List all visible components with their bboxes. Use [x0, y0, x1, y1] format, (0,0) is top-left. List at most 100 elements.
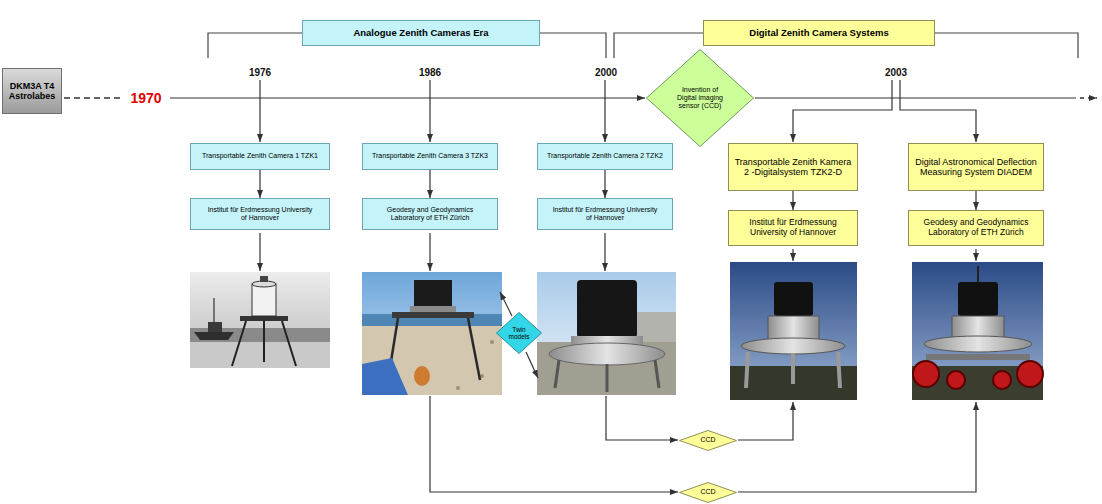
instrument-box: Transportable Zenith Kamera 2 -Digitalsy…	[728, 143, 858, 191]
pebble	[456, 386, 460, 390]
photo-sky	[730, 262, 857, 400]
year-arrow	[604, 80, 605, 142]
photo-sky	[912, 262, 1043, 400]
camera-body	[252, 284, 276, 316]
instrument-box: Transportable Zenith Camera 1 TZK1	[190, 143, 330, 170]
timeline	[170, 97, 645, 98]
node-text: Geodesy and Geodynamics Laboratory of ET…	[375, 206, 485, 222]
leg	[606, 364, 609, 392]
connector-arrow	[792, 191, 793, 210]
ccd-diamond: CCD	[679, 430, 737, 451]
camera-body	[958, 282, 998, 316]
photo-ground	[190, 342, 330, 368]
connector-arrow	[429, 170, 430, 198]
photo-beach	[362, 326, 502, 395]
year-arrow	[900, 80, 976, 142]
diamond-shape	[680, 483, 737, 503]
camera-body	[577, 280, 637, 338]
tzk1-photo	[190, 272, 330, 368]
leg	[746, 352, 748, 388]
upgrade-line	[606, 396, 678, 440]
node-text: Transportable Zenith Kamera 2 -Digitalsy…	[733, 157, 853, 178]
institute-box: Institut für Erdmessung University of Ha…	[537, 198, 673, 230]
node-text: Institut für Erdmessung University of Ha…	[550, 206, 660, 222]
node-text: Institut für Erdmessung University of Ha…	[733, 218, 853, 238]
leg	[555, 360, 559, 388]
photo-arrow	[259, 233, 260, 271]
pebble	[490, 340, 494, 344]
node-text: Geodesy and Geodynamics Laboratory of ET…	[913, 218, 1039, 238]
camera-base	[410, 306, 456, 312]
photo-arrow	[792, 249, 793, 261]
diadem-photo	[912, 262, 1043, 400]
connector-arrow	[604, 170, 605, 198]
camera-body	[774, 282, 813, 316]
leg	[791, 354, 795, 384]
era-bracket	[208, 33, 302, 58]
upgrade-line	[430, 396, 678, 492]
photo-sky	[537, 272, 676, 395]
connector-arrow	[975, 191, 976, 210]
wheel	[913, 361, 939, 387]
instrument-box: Transportable Zenith Camera 3 TZK3	[362, 143, 498, 170]
diamond-shape	[647, 50, 754, 147]
tzk2d-photo	[730, 262, 857, 400]
era-bracket	[540, 33, 606, 58]
node-text: Analogue Zenith Cameras Era	[353, 28, 488, 39]
leg	[838, 352, 840, 388]
timeline-dashed	[1080, 97, 1097, 99]
upgrade-line	[738, 402, 793, 440]
camera-mount	[952, 316, 1004, 338]
tripod-leg	[232, 321, 246, 366]
tripod-leg	[282, 321, 296, 366]
observer	[414, 366, 430, 386]
photo-sky	[190, 272, 330, 368]
node-text: Transportable Zenith Camera 2 TZK2	[547, 152, 663, 160]
instrument-box: Digital Astronomical Deflection Measurin…	[908, 143, 1044, 191]
era-bracket	[614, 33, 703, 58]
event-diamond: Invention of Digital imaging sensor (CCD…	[646, 49, 754, 147]
ccd-diamond: CCD	[679, 482, 737, 503]
timeline-dashed	[64, 97, 122, 99]
year-label: 1976	[249, 67, 271, 78]
upgrade-line	[738, 402, 976, 492]
wheel	[947, 371, 965, 389]
year-label: 2003	[885, 67, 907, 78]
blue-cloth	[362, 358, 408, 395]
tripod-table	[392, 312, 474, 318]
institute-box: Geodesy and Geodynamics Laboratory of ET…	[362, 198, 498, 230]
start-year: 1970	[130, 90, 161, 106]
boat-mast	[213, 298, 214, 322]
year-arrow	[793, 80, 892, 142]
era-bracket	[935, 33, 1078, 58]
antenna	[977, 266, 979, 282]
twin-diamond: Twin models	[496, 312, 542, 354]
twin-arrow	[500, 292, 512, 316]
node-text: Institut für Erdmessung University of Ha…	[205, 206, 315, 222]
camera-knob	[260, 276, 268, 282]
institute-box: Geodesy and Geodynamics Laboratory of ET…	[908, 210, 1044, 246]
connector-arrow	[259, 170, 260, 198]
wheel	[993, 371, 1011, 389]
frame	[926, 354, 1030, 360]
era-header: Digital Zenith Camera Systems	[703, 20, 935, 46]
diamond-shape	[680, 431, 737, 451]
node-text: Invention of Digital imaging sensor (CCD…	[672, 86, 728, 110]
node-text: Digital Astronomical Deflection Measurin…	[913, 157, 1039, 178]
boat	[194, 332, 234, 340]
tripod-leg	[263, 321, 265, 362]
photo-ground	[537, 342, 676, 395]
node-text: Transportable Zenith Camera 1 TZK1	[202, 152, 318, 160]
institute-box: Institut für Erdmessung University of Ha…	[190, 198, 330, 230]
twin-arrow	[526, 352, 538, 378]
year-arrow	[429, 80, 430, 142]
timeline	[755, 97, 1076, 98]
instrument-box: Transportable Zenith Camera 2 TZK2	[537, 143, 673, 170]
boat-cabin	[208, 322, 222, 332]
tzk2-photo	[537, 272, 676, 395]
camera-mount	[768, 316, 819, 340]
